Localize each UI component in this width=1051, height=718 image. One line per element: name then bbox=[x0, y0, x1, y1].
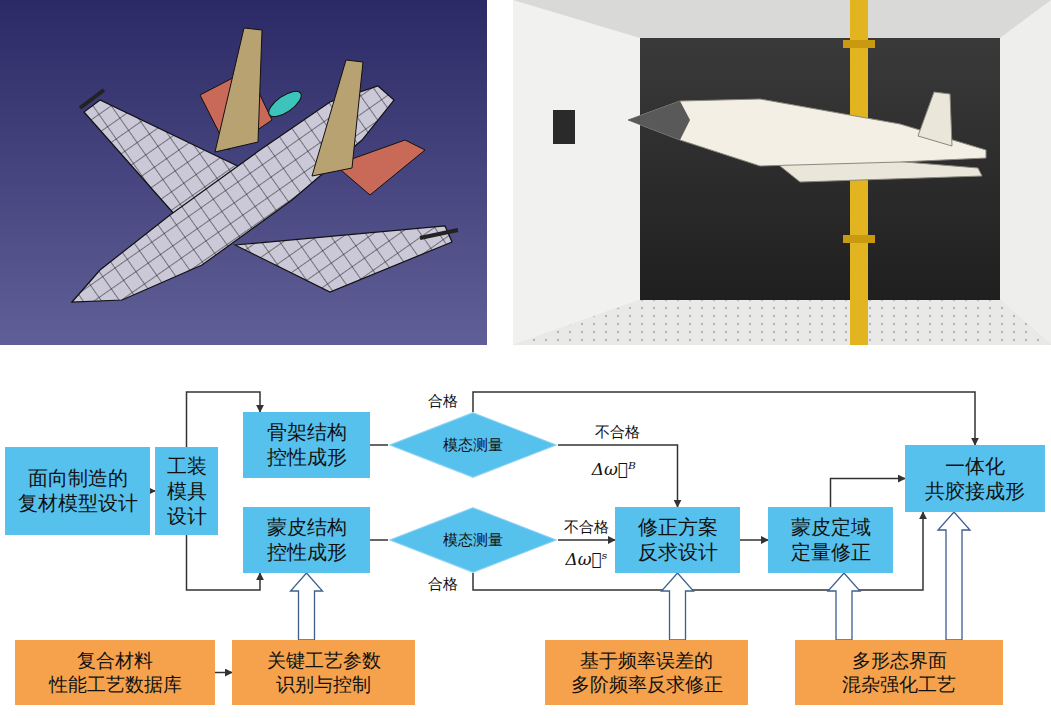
node-text: 一体化 共胶接成形 bbox=[912, 454, 1038, 504]
process-box: 蒙皮定域 定量修正 bbox=[768, 507, 893, 573]
flow-connector bbox=[215, 672, 232, 674]
tunnel-window bbox=[553, 110, 575, 144]
node-text: 关键工艺参数 识别与控制 bbox=[239, 649, 408, 697]
process-box: 修正方案 反求设计 bbox=[615, 507, 740, 573]
support-arrow bbox=[938, 512, 970, 640]
method-box: 关键工艺参数 识别与控制 bbox=[232, 640, 415, 705]
edge-label: 合格 bbox=[426, 392, 460, 410]
edge-label: 不合格 bbox=[593, 423, 642, 441]
process-box: 骨架结构 控性成形 bbox=[243, 412, 370, 478]
cad-fin bbox=[215, 28, 262, 152]
flow-connector bbox=[473, 512, 923, 590]
flow-connector bbox=[370, 539, 388, 541]
tunnel-background bbox=[513, 0, 1051, 345]
node-text: 多形态界面 混杂强化工艺 bbox=[802, 649, 996, 697]
flow-connector bbox=[473, 392, 975, 445]
model-nose bbox=[628, 101, 690, 140]
edge-label: 合格 bbox=[426, 575, 460, 593]
node-text: 基于频率误差的 多阶频率反求修正 bbox=[552, 649, 741, 697]
flow-connector bbox=[740, 539, 768, 541]
node-text: 蒙皮定域 定量修正 bbox=[775, 515, 886, 565]
node-text: 蒙皮结构 控性成形 bbox=[250, 515, 363, 565]
support-arrow bbox=[662, 573, 694, 640]
flow-connector bbox=[831, 479, 906, 508]
cad-background bbox=[0, 0, 487, 345]
method-box: 复合材料 性能工艺数据库 bbox=[15, 640, 215, 705]
model-strut bbox=[843, 40, 875, 48]
flow-connector bbox=[370, 444, 388, 446]
support-arrow bbox=[291, 573, 323, 640]
node-text: 骨架结构 控性成形 bbox=[250, 420, 363, 470]
node-text: 面向制造的 复材模型设计 bbox=[12, 466, 143, 516]
cad-wing bbox=[235, 226, 452, 292]
model-fin bbox=[918, 92, 952, 146]
process-box: 蒙皮结构 控性成形 bbox=[243, 507, 370, 573]
tunnel-wall bbox=[513, 0, 640, 345]
diamond-fill bbox=[390, 413, 557, 478]
node-text: 模态测量 bbox=[443, 531, 503, 550]
method-box: 基于频率误差的 多阶频率反求修正 bbox=[545, 640, 748, 705]
cad-missile bbox=[420, 230, 458, 238]
cad-canopy bbox=[265, 87, 305, 122]
cad-fin bbox=[312, 60, 363, 176]
tunnel-floor bbox=[513, 300, 1051, 345]
decision-diamond: 模态测量 bbox=[388, 507, 558, 573]
process-box: 面向制造的 复材模型设计 bbox=[5, 447, 150, 535]
frequency-error-label: Δω⃗ᴮ bbox=[590, 459, 638, 479]
decision-diamond: 模态测量 bbox=[388, 412, 558, 478]
flow-connector bbox=[558, 445, 678, 507]
node-text: 修正方案 反求设计 bbox=[622, 515, 733, 565]
node-text: 模态测量 bbox=[443, 436, 503, 455]
diamond-fill bbox=[390, 508, 557, 573]
method-box: 多形态界面 混杂强化工艺 bbox=[795, 640, 1003, 705]
node-text: 工装 模具 设计 bbox=[162, 454, 211, 529]
support-arrow bbox=[828, 573, 860, 640]
cad-missile bbox=[80, 90, 104, 108]
process-box: 工装 模具 设计 bbox=[155, 447, 218, 535]
model-strut bbox=[843, 235, 875, 243]
frequency-error-label: Δω⃗ˢ bbox=[563, 549, 609, 569]
edge-label: 不合格 bbox=[562, 518, 611, 536]
tunnel-section bbox=[640, 38, 1000, 300]
node-text: 复合材料 性能工艺数据库 bbox=[22, 649, 208, 697]
flow-connector bbox=[558, 539, 615, 541]
tunnel-wall bbox=[1000, 0, 1051, 345]
process-box: 一体化 共胶接成形 bbox=[905, 445, 1045, 512]
